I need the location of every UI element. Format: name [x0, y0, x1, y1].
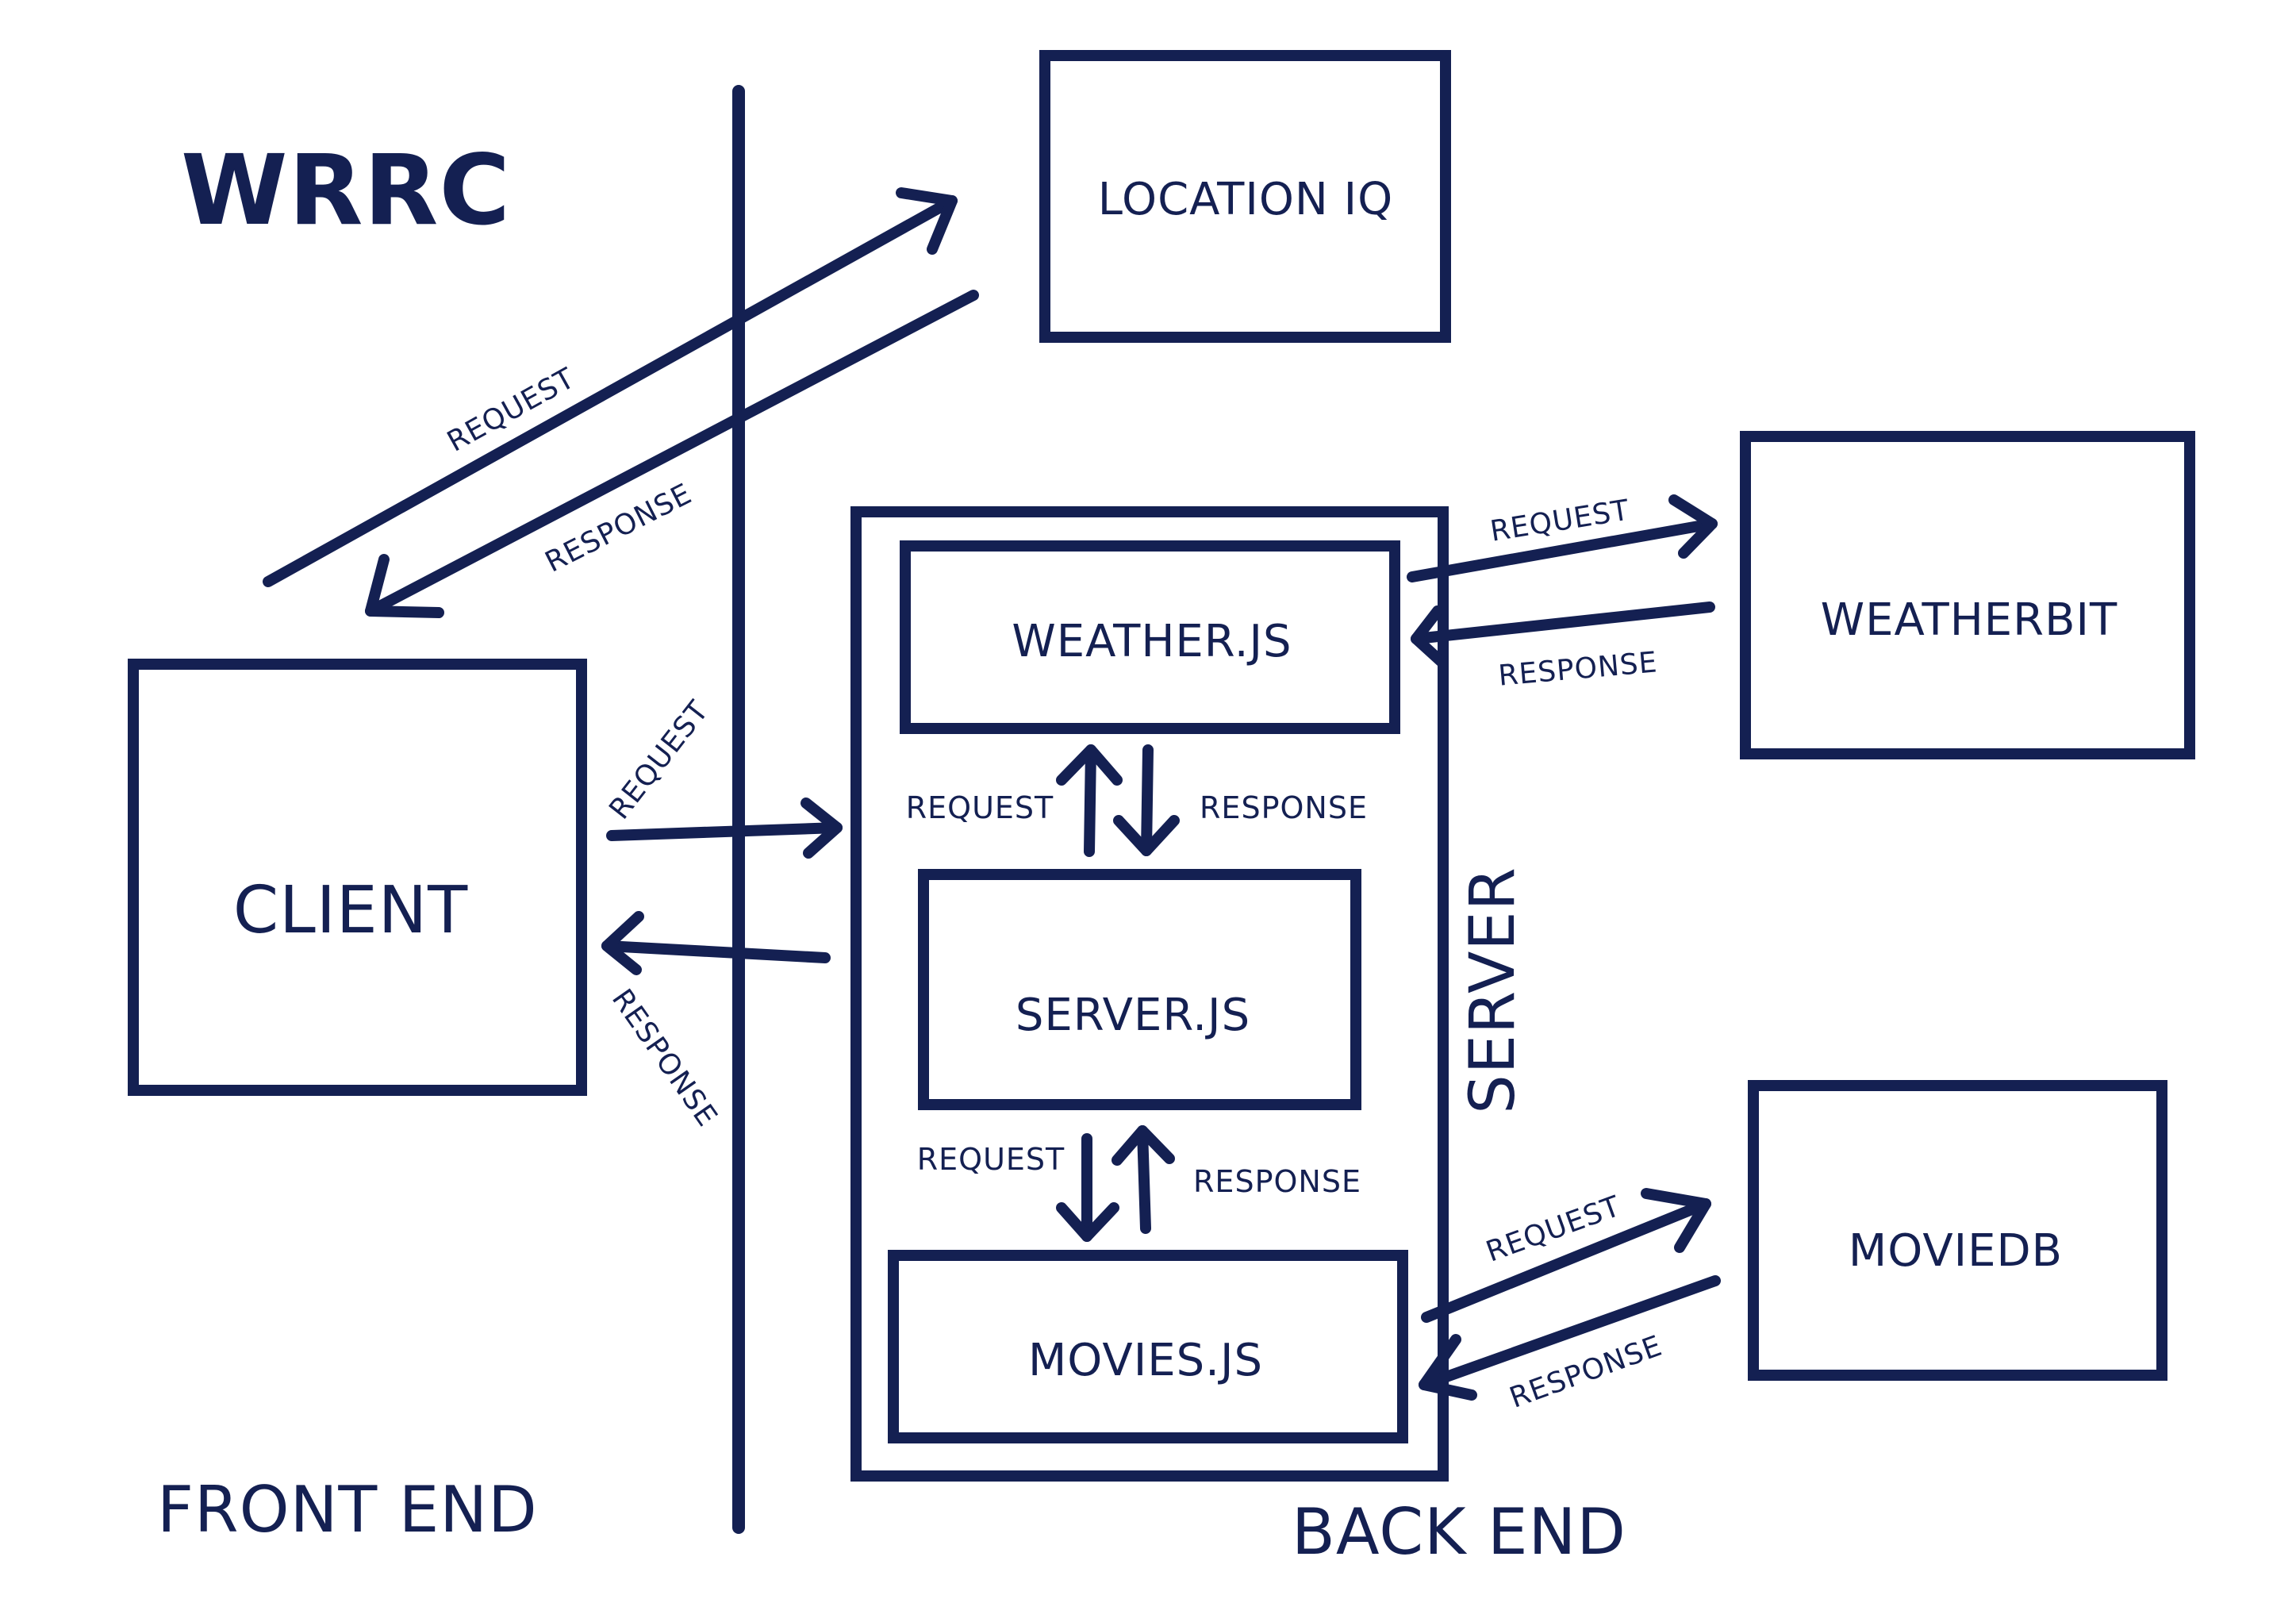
- client-label: CLIENT: [233, 873, 468, 948]
- movies-to-serverjs-response-label: RESPONSE: [1193, 1164, 1361, 1199]
- weatherbit-to-weather-response-label: RESPONSE: [1497, 646, 1659, 692]
- weather-js-box: [900, 540, 1400, 734]
- client-box: [128, 659, 587, 1096]
- serverjs-to-weather-request-arrow: [1056, 744, 1123, 857]
- weatherbit-to-weather-response-arrow: [1411, 602, 1715, 668]
- server-container-box: [850, 506, 1449, 1482]
- moviedb-to-movies-response-arrow: [1419, 1275, 1721, 1401]
- server-js-box: [918, 869, 1361, 1110]
- server-to-client-response-label: RESPONSE: [605, 983, 724, 1132]
- server-js-node: SERVER.JS: [918, 869, 1361, 1110]
- server-js-label: SERVER.JS: [1016, 990, 1250, 1041]
- weather-js-node: WEATHER.JS: [900, 540, 1400, 734]
- client-node: CLIENT: [128, 659, 587, 1096]
- movies-js-node: MOVIES.JS: [888, 1250, 1408, 1443]
- moviedb-box: [1748, 1080, 2167, 1381]
- weather-to-serverjs-response-label: RESPONSE: [1200, 790, 1368, 825]
- serverjs-to-movies-request-label: REQUEST: [917, 1142, 1065, 1177]
- client-to-locationiq-request-arrow: [263, 187, 958, 587]
- diagram-title: WRRC: [181, 134, 511, 247]
- movies-to-serverjs-response-arrow: [1112, 1125, 1175, 1234]
- location-iq-box: [1039, 50, 1451, 343]
- weatherbit-box: [1740, 431, 2195, 759]
- weatherbit-label: WEATHERBIT: [1821, 594, 2117, 646]
- front-end-label: FRONT END: [157, 1473, 538, 1547]
- client-to-server-request-arrow: [606, 798, 843, 859]
- back-end-label: BACK END: [1292, 1495, 1626, 1569]
- location-iq-label: LOCATION IQ: [1098, 174, 1393, 225]
- movies-to-moviedb-request-arrow: [1421, 1188, 1711, 1323]
- server-to-client-response-arrow: [601, 911, 831, 975]
- locationiq-to-client-response-label: RESPONSE: [540, 478, 697, 579]
- server-node: SERVER: [850, 506, 1529, 1482]
- moviedb-label: MOVIEDB: [1849, 1225, 2063, 1277]
- movies-js-box: [888, 1250, 1408, 1443]
- weather-js-label: WEATHER.JS: [1012, 616, 1292, 667]
- serverjs-to-weather-request-label: REQUEST: [906, 790, 1054, 825]
- locationiq-to-client-response-arrow: [365, 290, 979, 618]
- server-label: SERVER: [1457, 867, 1529, 1114]
- location-iq-node: LOCATION IQ: [1039, 50, 1451, 343]
- client-to-server-request-label: REQUEST: [603, 695, 715, 826]
- serverjs-to-movies-request-arrow: [1056, 1133, 1119, 1242]
- movies-to-moviedb-request-label: REQUEST: [1482, 1190, 1625, 1269]
- moviedb-node: MOVIEDB: [1748, 1080, 2167, 1381]
- weather-to-serverjs-response-arrow: [1113, 744, 1180, 856]
- movies-js-label: MOVIES.JS: [1028, 1335, 1263, 1386]
- weather-to-weatherbit-request-arrow: [1407, 494, 1718, 582]
- weatherbit-node: WEATHERBIT: [1740, 431, 2195, 759]
